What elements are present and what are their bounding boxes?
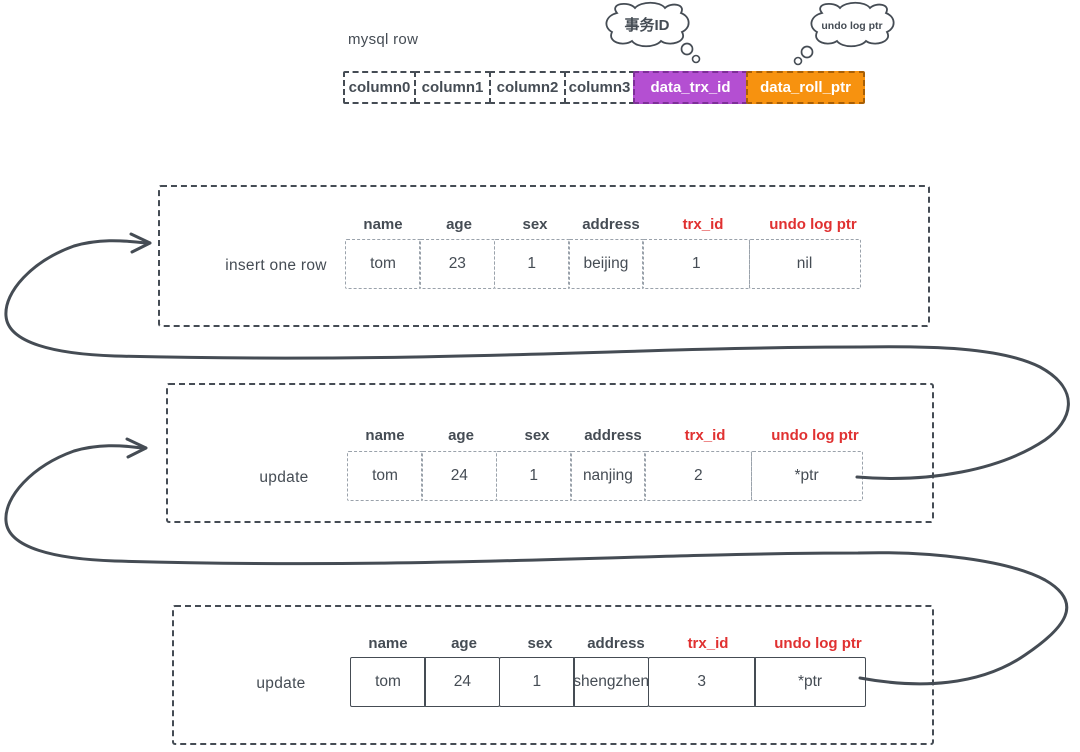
- bubble-tail-dot: [800, 45, 814, 59]
- bubble-undo-log-ptr-text: undo log ptr: [821, 20, 882, 32]
- version-label-update-2: update: [256, 675, 306, 692]
- col-header-trx-id: trx_id: [684, 427, 726, 444]
- col-header-address: address: [584, 427, 642, 444]
- col-header-trx-id: trx_id: [682, 216, 724, 233]
- cell-undo-log-ptr: *ptr: [750, 451, 863, 501]
- cell-sex: 1: [493, 239, 570, 289]
- col-header-name: name: [368, 635, 408, 652]
- header-row-3: name age sex address trx_id undo log ptr: [350, 628, 874, 652]
- cell-undo-log-ptr: nil: [748, 239, 861, 289]
- bubble-tail-dot: [680, 42, 694, 56]
- cloud-shape: [605, 1, 690, 48]
- cell-data-roll-ptr: data_roll_ptr: [746, 71, 865, 104]
- col-header-sex: sex: [524, 427, 550, 444]
- thought-bubble-undo-log-ptr: undo log ptr: [793, 1, 895, 66]
- cloud-shape: [810, 1, 895, 48]
- col-header-address: address: [587, 635, 645, 652]
- header-row-1: name age sex address trx_id undo log ptr: [345, 209, 869, 233]
- bubble-trx-id-text: 事务ID: [624, 16, 669, 34]
- cell-column1: column1: [414, 71, 491, 104]
- header-row-2: name age sex address trx_id undo log ptr: [347, 420, 871, 444]
- cell-age: 24: [421, 451, 498, 501]
- cell-name: tom: [350, 657, 426, 707]
- col-header-undo-log-ptr: undo log ptr: [769, 216, 857, 233]
- version-label-update-1: update: [259, 469, 309, 486]
- bubble-tail-dot: [793, 56, 803, 66]
- col-header-undo-log-ptr: undo log ptr: [774, 635, 862, 652]
- col-header-trx-id: trx_id: [687, 635, 729, 652]
- arrowhead-into-box1: [129, 232, 152, 254]
- cell-column3: column3: [564, 71, 635, 104]
- cell-address: shengzhen: [573, 657, 650, 707]
- cell-sex: 1: [498, 657, 575, 707]
- cell-column2: column2: [489, 71, 566, 104]
- col-header-undo-log-ptr: undo log ptr: [771, 427, 859, 444]
- cell-undo-log-ptr: *ptr: [754, 657, 867, 707]
- col-header-sex: sex: [522, 216, 548, 233]
- thought-bubble-trx-id: 事务ID: [605, 1, 701, 64]
- arrowhead-into-box2: [125, 437, 148, 459]
- cell-age: 23: [419, 239, 496, 289]
- cell-trx-id: 2: [644, 451, 753, 501]
- col-header-age: age: [448, 427, 474, 444]
- bubble-tail-dot: [691, 54, 701, 64]
- cell-age: 24: [424, 657, 501, 707]
- cell-address: nanjing: [569, 451, 646, 501]
- mysql-row-label: mysql row: [348, 31, 419, 48]
- data-row-update-2: tom 24 1 shengzhen 3 *ptr: [350, 657, 867, 707]
- cell-address: beijing: [567, 239, 644, 289]
- cell-data-trx-id: data_trx_id: [633, 71, 748, 104]
- cell-trx-id: 3: [647, 657, 756, 707]
- col-header-address: address: [582, 216, 640, 233]
- cell-trx-id: 1: [642, 239, 751, 289]
- col-header-name: name: [365, 427, 405, 444]
- cell-column0: column0: [343, 71, 416, 104]
- version-label-insert: insert one row: [225, 257, 327, 274]
- data-row-update-1: tom 24 1 nanjing 2 *ptr: [347, 451, 863, 501]
- col-header-name: name: [363, 216, 403, 233]
- col-header-age: age: [446, 216, 472, 233]
- col-header-sex: sex: [527, 635, 553, 652]
- cell-name: tom: [345, 239, 421, 289]
- mysql-row-cells: column0 column1 column2 column3 data_trx…: [343, 71, 865, 104]
- cell-name: tom: [347, 451, 423, 501]
- cell-sex: 1: [495, 451, 572, 501]
- col-header-age: age: [451, 635, 477, 652]
- data-row-insert: tom 23 1 beijing 1 nil: [345, 239, 861, 289]
